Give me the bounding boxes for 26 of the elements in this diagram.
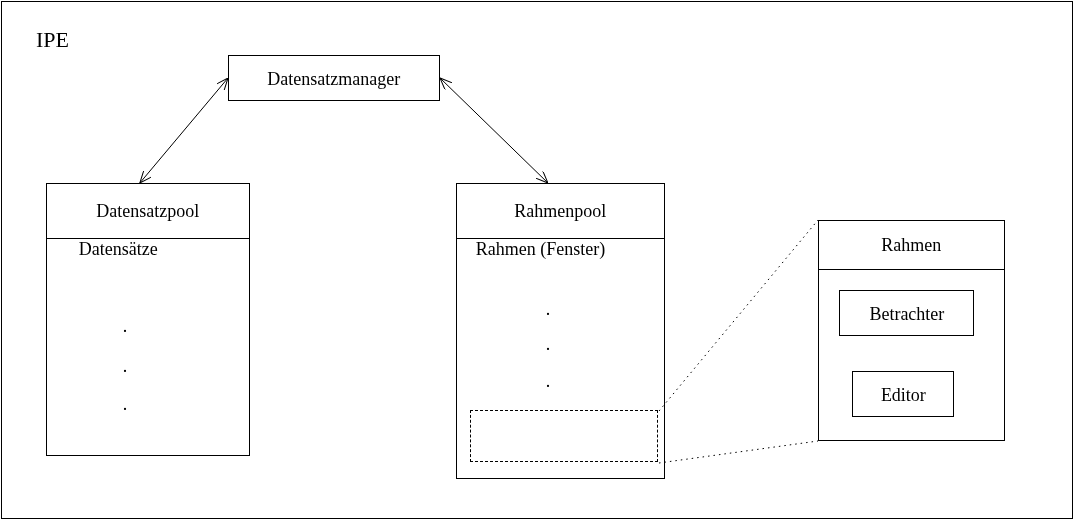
dotted-line [658,219,819,412]
arrow [439,77,549,184]
box-title: Rahmenpool [513,200,608,221]
process-box [45,182,250,456]
ellipsis-dot: . [122,315,128,336]
ellipsis-dot: . [122,355,128,376]
process-box [852,371,955,418]
box-title: Rahmen [880,234,943,255]
item-label: Datensätze [78,238,158,259]
process-box [817,219,1005,441]
process-box [227,54,440,101]
ellipsis-dot: . [122,393,128,414]
ellipsis-dot: . [545,298,551,319]
frame-label: IPE [36,28,69,52]
ellipsis-dot: . [545,333,551,354]
arrow [139,77,229,184]
process-box [839,290,975,337]
ellipsis-dot: . [545,370,551,391]
box-title: Datensatzpool [95,200,201,221]
process-box [455,182,665,479]
item-label: Rahmen (Fenster) [475,238,606,259]
dotted-line [658,440,819,464]
dashed-box [470,410,659,463]
box-title: Editor [879,385,927,406]
box-title: Betrachter [868,304,946,325]
box-title: Datensatzmanager [266,68,402,89]
